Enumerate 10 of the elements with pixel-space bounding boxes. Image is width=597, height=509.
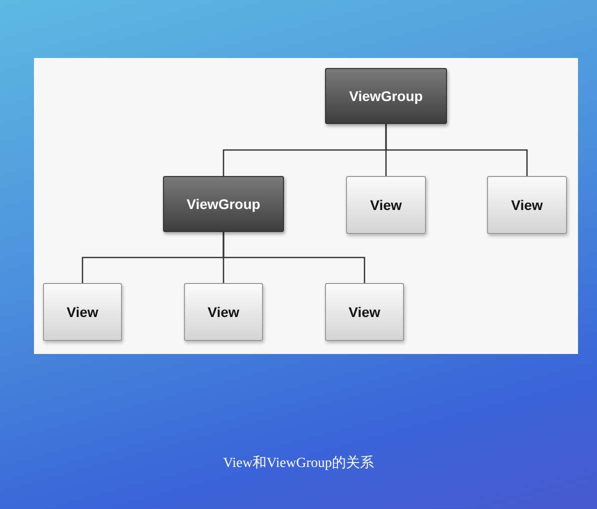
view-box: View — [325, 283, 404, 341]
connector-line — [385, 124, 528, 176]
view-box: View — [487, 176, 567, 234]
caption: View和ViewGroup的关系 — [223, 454, 374, 472]
group-box: ViewGroup — [163, 176, 284, 232]
view-box: View — [184, 283, 263, 341]
connector-line — [222, 232, 366, 283]
group-box: ViewGroup — [325, 68, 447, 124]
view-box: View — [346, 176, 426, 234]
view-box: View — [43, 283, 122, 341]
